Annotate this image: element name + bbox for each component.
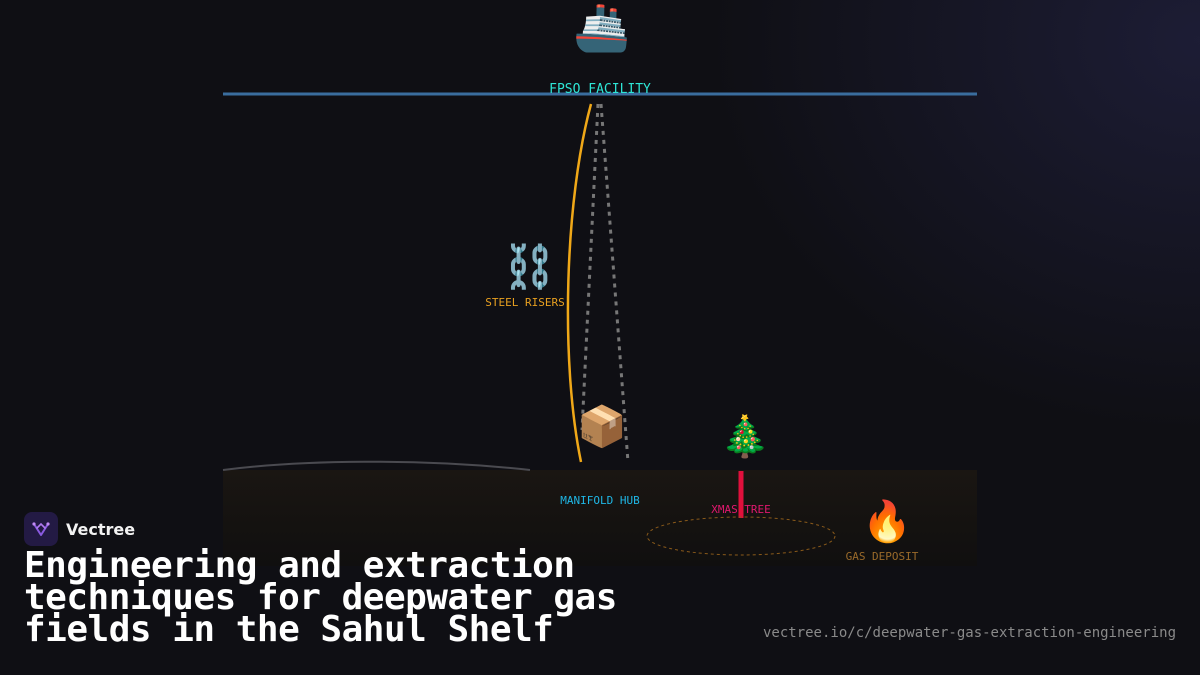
deposit-label: GAS DEPOSIT bbox=[845, 550, 919, 563]
steel-riser-line bbox=[566, 103, 593, 463]
seabed bbox=[223, 470, 977, 566]
page-title: Engineering and extraction techniques fo… bbox=[24, 545, 617, 650]
brand: Vectree bbox=[24, 512, 135, 546]
reservoir-outline bbox=[646, 516, 836, 556]
package-icon: 📦 bbox=[577, 404, 627, 450]
brand-name: Vectree bbox=[66, 519, 136, 539]
mooring-line-left bbox=[580, 103, 600, 431]
xmas-tree-label: XMAS TREE bbox=[711, 503, 771, 516]
fire-icon: 🔥 bbox=[862, 499, 912, 545]
ship-icon: 🚢 bbox=[573, 0, 631, 54]
source-url[interactable]: vectree.io/c/deepwater-gas-extraction-en… bbox=[762, 625, 1176, 641]
vectree-logo-icon bbox=[24, 512, 58, 546]
facility-label: FPSO FACILITY bbox=[549, 82, 651, 97]
christmas-tree-icon: 🎄 bbox=[720, 414, 770, 460]
seabed-contour bbox=[222, 460, 531, 471]
mooring-line-right bbox=[599, 103, 630, 463]
chain-icon: ⛓️ bbox=[503, 242, 556, 291]
risers-label: STEEL RISERS bbox=[485, 296, 565, 309]
manifold-label: MANIFOLD HUB bbox=[560, 494, 640, 507]
